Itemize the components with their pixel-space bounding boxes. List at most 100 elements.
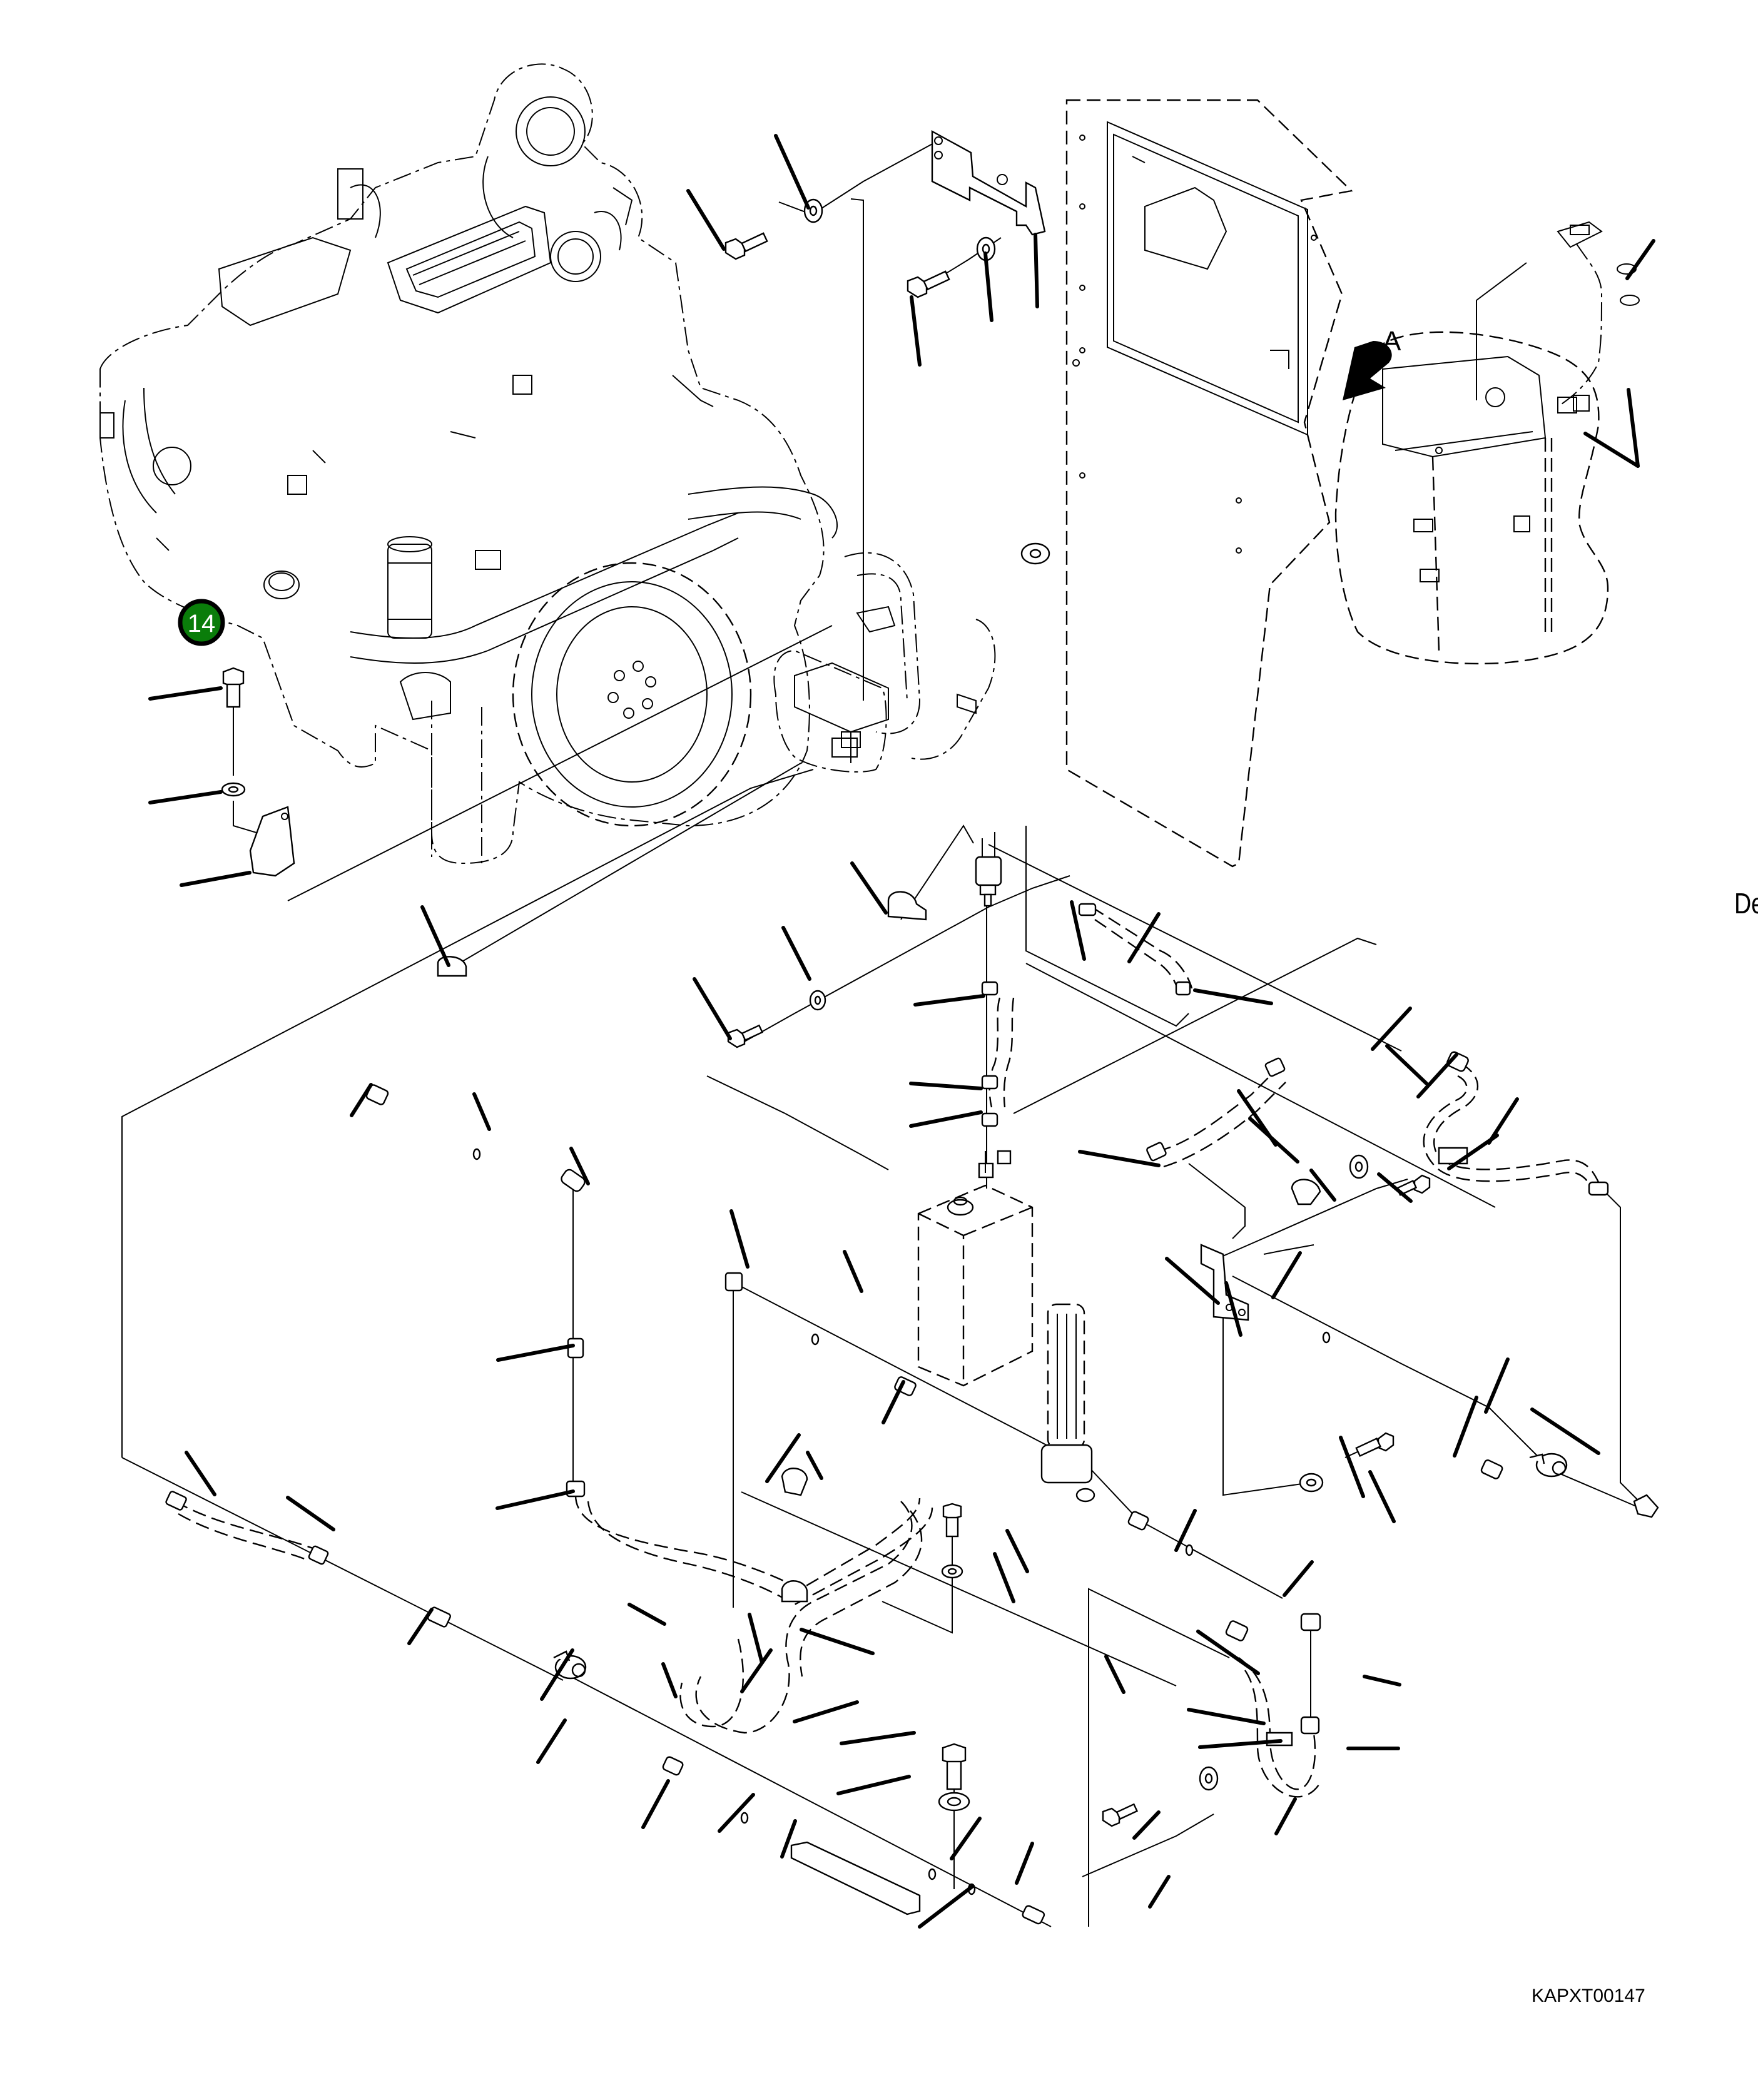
leader-line	[793, 1700, 859, 1723]
leader-line	[780, 1819, 797, 1859]
leader-line	[1034, 233, 1039, 308]
assembly-guide-lines	[121, 138, 1646, 1927]
leader-line	[1248, 1117, 1299, 1164]
leader-line	[1015, 1842, 1034, 1885]
detail-a-harness	[1557, 221, 1640, 413]
leader-line	[1165, 1257, 1220, 1305]
leader-line	[993, 1552, 1015, 1603]
cab-panel	[1065, 99, 1353, 868]
bolt	[1355, 1432, 1395, 1458]
view-a-arrow-icon	[1343, 341, 1392, 400]
fasteners	[165, 198, 1659, 1925]
brackets	[249, 129, 1249, 1915]
leader-line	[909, 1110, 983, 1128]
leader-line	[765, 1433, 801, 1483]
panel-holes	[1072, 134, 1317, 554]
leader-line	[1174, 1509, 1197, 1552]
leader-line	[148, 686, 223, 701]
leader-line	[420, 905, 450, 967]
leader-line	[1132, 1810, 1161, 1840]
bolt-vertical	[942, 1503, 962, 1538]
leader-line	[286, 1496, 335, 1531]
leader-line	[850, 861, 888, 915]
leader-line	[718, 1793, 755, 1833]
leader-line	[800, 1628, 875, 1655]
leader-line	[781, 926, 811, 981]
leader-line	[686, 189, 726, 251]
leader-line	[693, 977, 732, 1040]
leader-line	[1453, 1396, 1478, 1458]
leader-line	[983, 251, 993, 322]
leader-line	[1371, 1007, 1412, 1051]
washers	[221, 198, 1369, 1812]
leader-line	[909, 1082, 983, 1090]
leader-line	[180, 871, 252, 887]
leader-line	[536, 1718, 567, 1764]
leader-line	[910, 295, 922, 367]
fuel-pump	[900, 824, 1002, 920]
fittings	[165, 903, 1609, 1925]
leader-line	[1368, 1470, 1396, 1523]
leader-line	[1416, 1053, 1458, 1098]
leader-line	[748, 1613, 764, 1665]
leader-line	[661, 1662, 678, 1698]
leader-line	[918, 1884, 975, 1929]
ball-valves	[553, 1453, 1659, 1680]
leader-line	[350, 1083, 373, 1117]
leader-line	[1198, 1739, 1283, 1749]
leader-line	[1104, 1655, 1125, 1694]
clamps	[437, 891, 1468, 1747]
bolt-vertical	[942, 1743, 967, 1790]
bolt-vertical	[222, 667, 245, 708]
detail-a-view	[1334, 262, 1609, 665]
leader-line	[495, 1489, 575, 1510]
leader-line	[641, 1779, 670, 1829]
leader-line	[185, 1451, 216, 1496]
leader-line	[1363, 1675, 1401, 1687]
leader-line	[1078, 1150, 1161, 1167]
reference-code: KAPXT00147	[1532, 1986, 1645, 2006]
leader-line	[1583, 432, 1640, 468]
leader-line	[1385, 1044, 1428, 1085]
hoses	[175, 906, 1603, 1798]
leader-line	[1005, 1529, 1029, 1573]
leader-line	[740, 1648, 773, 1693]
leader-line	[774, 134, 810, 210]
leader-line	[729, 1209, 749, 1269]
leader-line	[882, 1380, 905, 1424]
detail-a-label: Detail A	[1734, 887, 1758, 919]
leader-line	[148, 790, 223, 804]
leader-line	[806, 1451, 823, 1480]
leader-line	[1271, 1251, 1302, 1299]
leader-line	[1339, 1436, 1365, 1498]
leader-line	[569, 1147, 590, 1185]
leader-line	[1274, 1797, 1297, 1835]
leader-line	[472, 1092, 491, 1131]
bolt	[724, 232, 768, 260]
engine-assembly	[99, 63, 838, 865]
bolt	[727, 1024, 764, 1048]
leader-line	[1224, 1281, 1242, 1337]
leader-line	[836, 1775, 911, 1795]
leader-line	[1196, 1630, 1260, 1675]
leader-line	[1309, 1169, 1336, 1202]
leader-line	[913, 994, 985, 1007]
bolt	[1102, 1803, 1139, 1827]
leader-lines	[148, 134, 1655, 1929]
leader-line	[1530, 1408, 1600, 1455]
leader-line	[840, 1731, 916, 1745]
bolt	[907, 270, 950, 298]
leader-line	[1127, 912, 1161, 963]
flywheel-bolts	[607, 661, 656, 719]
leader-line	[1148, 1875, 1171, 1909]
leader-line	[1487, 1097, 1519, 1145]
leader-line	[1627, 388, 1640, 468]
callout-14[interactable]: 14	[178, 599, 225, 646]
leader-line	[1283, 1560, 1314, 1597]
fuel-filter	[1040, 1303, 1095, 1503]
leader-line	[843, 1250, 863, 1293]
leader-line	[950, 1817, 982, 1860]
leader-line	[1484, 1357, 1510, 1414]
leader-line	[1193, 988, 1273, 1005]
coolant-heater-assembly	[773, 552, 996, 773]
